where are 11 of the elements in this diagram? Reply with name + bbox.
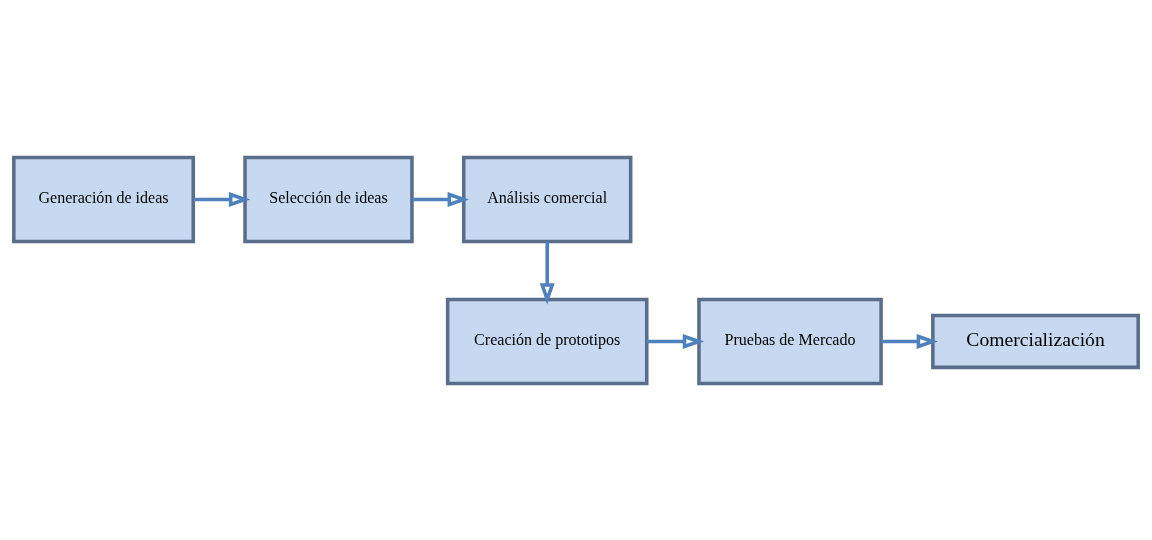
- arrow: [412, 191, 470, 207]
- node-box: Comercialización: [931, 313, 1140, 369]
- arrow: [539, 241, 555, 305]
- node-box: Generación de ideas: [12, 155, 196, 243]
- node-box: Análisis comercial: [461, 155, 633, 243]
- arrow: [646, 333, 705, 349]
- node-box: Creación de prototipos: [445, 297, 649, 385]
- node-box: Pruebas de Mercado: [697, 297, 883, 385]
- node-box: Selección de ideas: [243, 155, 414, 243]
- arrow: [193, 191, 251, 207]
- arrow: [881, 333, 939, 349]
